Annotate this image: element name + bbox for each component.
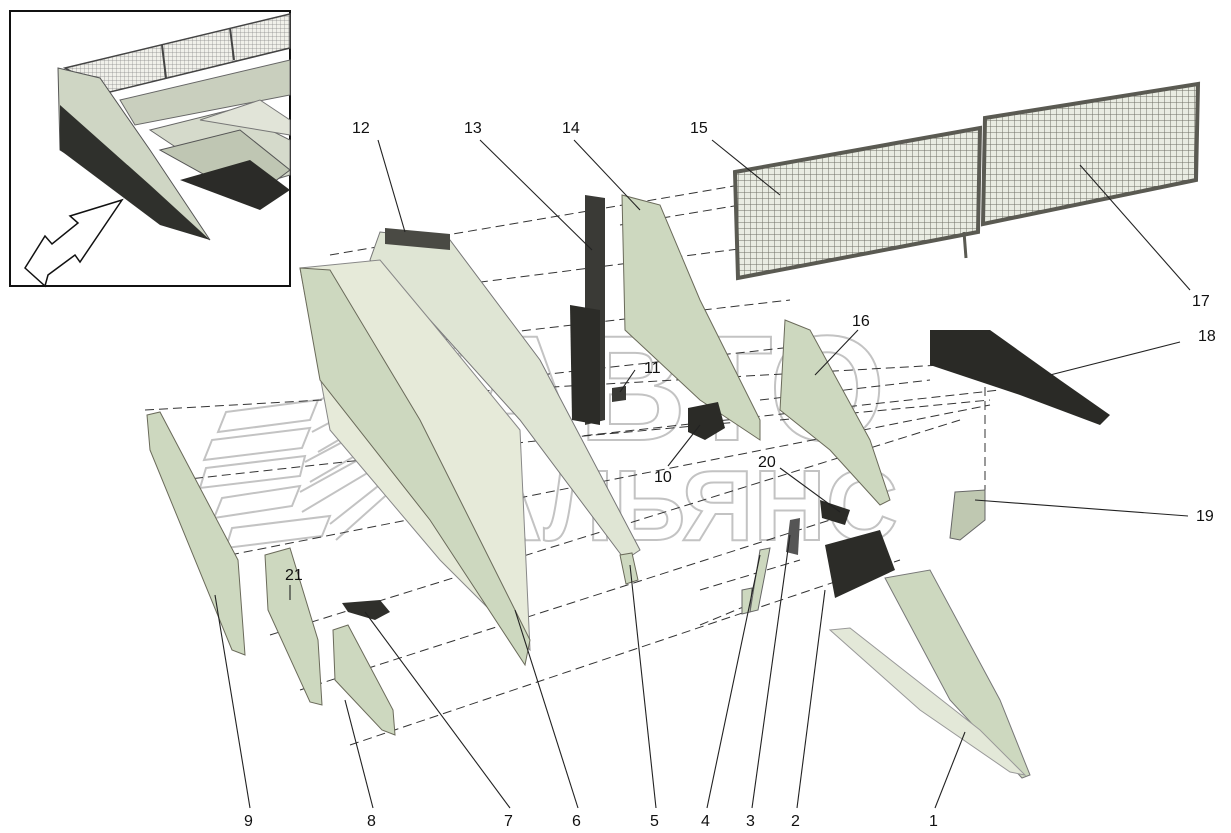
callout-14: 14 xyxy=(562,120,580,137)
long-side-panel-part xyxy=(299,267,531,667)
callout-2: 2 xyxy=(791,813,800,830)
callout-labels: 1 2 3 4 5 6 7 8 9 10 11 12 13 14 15 16 1… xyxy=(244,120,1216,830)
callout-17: 17 xyxy=(1192,293,1210,310)
block-bracket-part xyxy=(688,402,725,440)
callout-8: 8 xyxy=(367,813,376,830)
callout-10: 10 xyxy=(654,469,672,486)
thin-strip-part xyxy=(619,552,639,585)
callout-13: 13 xyxy=(464,120,482,137)
callout-19: 19 xyxy=(1196,508,1214,525)
callout-11: 11 xyxy=(644,360,661,377)
callout-16: 16 xyxy=(852,313,870,330)
left-outer-panel-part xyxy=(146,411,246,656)
small-bracket-part xyxy=(612,386,626,402)
callout-3: 3 xyxy=(746,813,755,830)
top-wedge-part xyxy=(930,330,1110,425)
mid-left-panel-part xyxy=(264,547,323,706)
direction-arrow-icon xyxy=(24,198,124,288)
callout-15: 15 xyxy=(690,120,708,137)
inset-assembly-view xyxy=(9,10,291,288)
front-point-blade-part xyxy=(828,569,1031,779)
small-plate-part xyxy=(949,489,986,541)
callout-20: 20 xyxy=(758,454,776,471)
callout-12: 12 xyxy=(352,120,370,137)
lower-left-panel-part xyxy=(332,624,396,736)
callout-21: 21 xyxy=(285,567,303,584)
callout-6: 6 xyxy=(572,813,581,830)
upright-rod-parts xyxy=(741,547,771,615)
callout-9: 9 xyxy=(244,813,253,830)
callout-5: 5 xyxy=(650,813,659,830)
callout-4: 4 xyxy=(701,813,710,830)
callout-1: 1 xyxy=(929,813,938,830)
dark-channel-part xyxy=(570,195,605,425)
callout-7: 7 xyxy=(504,813,513,830)
callout-18: 18 xyxy=(1198,328,1216,345)
mount-bracket-part xyxy=(786,500,895,598)
upper-panel-part xyxy=(621,194,761,441)
clip-bracket-part xyxy=(342,600,390,620)
right-side-panel-part xyxy=(779,319,891,506)
mesh-screen-panels xyxy=(732,81,1201,281)
leader-lines xyxy=(214,139,1191,809)
